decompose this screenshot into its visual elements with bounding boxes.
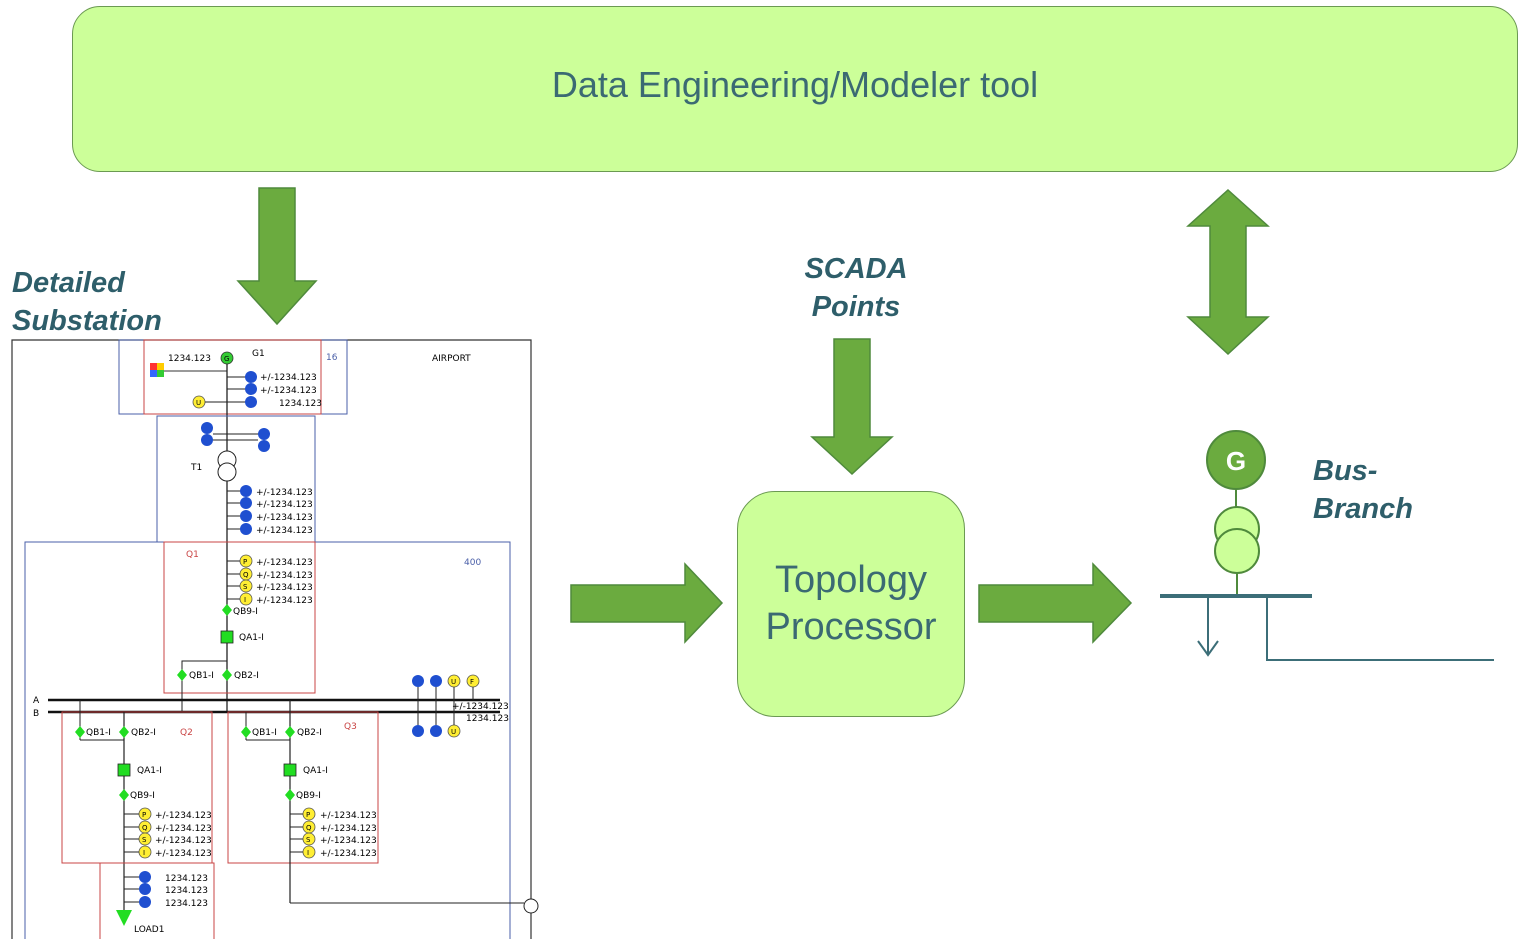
bus-branch-label: Bus- Branch <box>1313 452 1413 528</box>
arrow-down-to-substation <box>236 187 318 326</box>
q2-label: Q2 <box>180 728 193 738</box>
g-marker: G <box>224 355 229 363</box>
q1-qb1: QB1-I <box>189 671 214 681</box>
q2-meters <box>124 807 152 859</box>
t1-label: T1 <box>190 463 202 473</box>
q1-p: P <box>243 558 247 566</box>
bus-f-marker: F <box>470 678 474 686</box>
number-16: 16 <box>326 353 338 363</box>
airport-label: AIRPORT <box>432 354 471 364</box>
q1-s: S <box>243 583 248 591</box>
q1-meter-4: +/-1234.123 <box>256 596 313 606</box>
q2-i: I <box>143 849 145 857</box>
q2-qb1: QB1-I <box>86 728 111 738</box>
g1-meter-2: +/-1234.123 <box>260 386 317 396</box>
busbar-meters <box>412 674 480 738</box>
bus-u-marker: U <box>451 678 456 686</box>
q3-qa1: QA1-I <box>303 766 328 776</box>
q3-s: S <box>306 836 311 844</box>
q3-meters <box>290 807 316 859</box>
q1-label: Q1 <box>186 550 199 560</box>
topology-label-line1: Topology <box>774 559 928 601</box>
q3-meter-1: +/-1234.123 <box>320 811 377 821</box>
number-400: 400 <box>464 558 481 568</box>
q2-meter-1: +/-1234.123 <box>155 811 212 821</box>
u-marker-g1: U <box>196 399 201 407</box>
q2-qb2: QB2-I <box>131 728 156 738</box>
data-engineering-tool-box: Data Engineering/Modeler tool <box>72 6 1518 172</box>
bus-meter-1: +/-1234.123 <box>452 702 509 712</box>
branch-line <box>1266 596 1494 661</box>
scada-label: SCADA <box>804 253 908 285</box>
q1-q: Q <box>243 571 249 579</box>
g1-value: 1234.123 <box>168 354 211 364</box>
load-meter-2: 1234.123 <box>165 886 208 896</box>
q1-meter-2: +/-1234.123 <box>256 571 313 581</box>
load-meter-3: 1234.123 <box>165 899 208 909</box>
topology-processor-box: Topology Processor <box>737 491 965 717</box>
q3-meter-3: +/-1234.123 <box>320 836 377 846</box>
q2-meter-4: +/-1234.123 <box>155 849 212 859</box>
substation-label: Substation <box>12 305 162 337</box>
q3-qb1: QB1-I <box>252 728 277 738</box>
data-engineering-tool-label: Data Engineering/Modeler tool <box>551 64 1039 105</box>
q3-qb2: QB2-I <box>297 728 322 738</box>
bus-a-label: A <box>33 696 40 706</box>
arrow-down-from-scada <box>810 338 894 476</box>
q2-s: S <box>142 836 147 844</box>
q1-qa1: QA1-I <box>239 633 264 643</box>
q3-p: P <box>306 811 310 819</box>
g1-meter-3: 1234.123 <box>279 399 322 409</box>
colorwheel-icon <box>150 363 164 377</box>
t1-meter-3: +/-1234.123 <box>256 513 313 523</box>
bus-u-marker-2: U <box>451 728 456 736</box>
branch-label: Branch <box>1313 493 1413 525</box>
q1-meter-3: +/-1234.123 <box>256 583 313 593</box>
detailed-substation-label: Detailed Substation <box>12 264 162 340</box>
q2-q: Q <box>142 824 148 832</box>
q3-meter-2: +/-1234.123 <box>320 824 377 834</box>
detailed-label: Detailed <box>12 267 125 299</box>
t1-meter-1: +/-1234.123 <box>256 488 313 498</box>
q1-qb2: QB2-I <box>234 671 259 681</box>
q3-q: Q <box>306 824 312 832</box>
q3-label: Q3 <box>344 722 357 732</box>
t1-meter-4: +/-1234.123 <box>256 526 313 536</box>
q2-qb9: QB9-I <box>130 791 155 801</box>
scada-points-label: SCADA Points <box>786 250 926 326</box>
generator-label: G <box>1226 446 1246 476</box>
q3-i: I <box>307 849 309 857</box>
q1-meters <box>227 554 253 606</box>
g1-label: G1 <box>252 349 265 359</box>
q1-meter-1: +/-1234.123 <box>256 558 313 568</box>
q2-qa1: QA1-I <box>137 766 162 776</box>
q3-qb9: QB9-I <box>296 791 321 801</box>
arrow-bidirectional <box>1186 188 1270 356</box>
q1-qb9: QB9-I <box>233 607 258 617</box>
load-arrow-icon <box>116 910 132 926</box>
topology-label-line2: Processor <box>765 606 937 648</box>
q2-p: P <box>142 811 146 819</box>
arrow-right-to-busbranch <box>978 562 1133 644</box>
q2-meter-3: +/-1234.123 <box>155 836 212 846</box>
q1-i: I <box>244 596 246 604</box>
q2-meter-2: +/-1234.123 <box>155 824 212 834</box>
q3-meter-4: +/-1234.123 <box>320 849 377 859</box>
arrow-right-to-topology <box>570 562 724 644</box>
bus-label: Bus- <box>1313 455 1378 487</box>
points-label: Points <box>811 291 901 323</box>
t1-meter-2: +/-1234.123 <box>256 500 313 510</box>
bus-meter-2: 1234.123 <box>466 714 509 724</box>
load-meter-1: 1234.123 <box>165 874 208 884</box>
load-arrow <box>1197 640 1219 657</box>
bus-b-label: B <box>33 709 39 719</box>
load1-label: LOAD1 <box>134 925 164 935</box>
g1-meter-1: +/-1234.123 <box>260 373 317 383</box>
